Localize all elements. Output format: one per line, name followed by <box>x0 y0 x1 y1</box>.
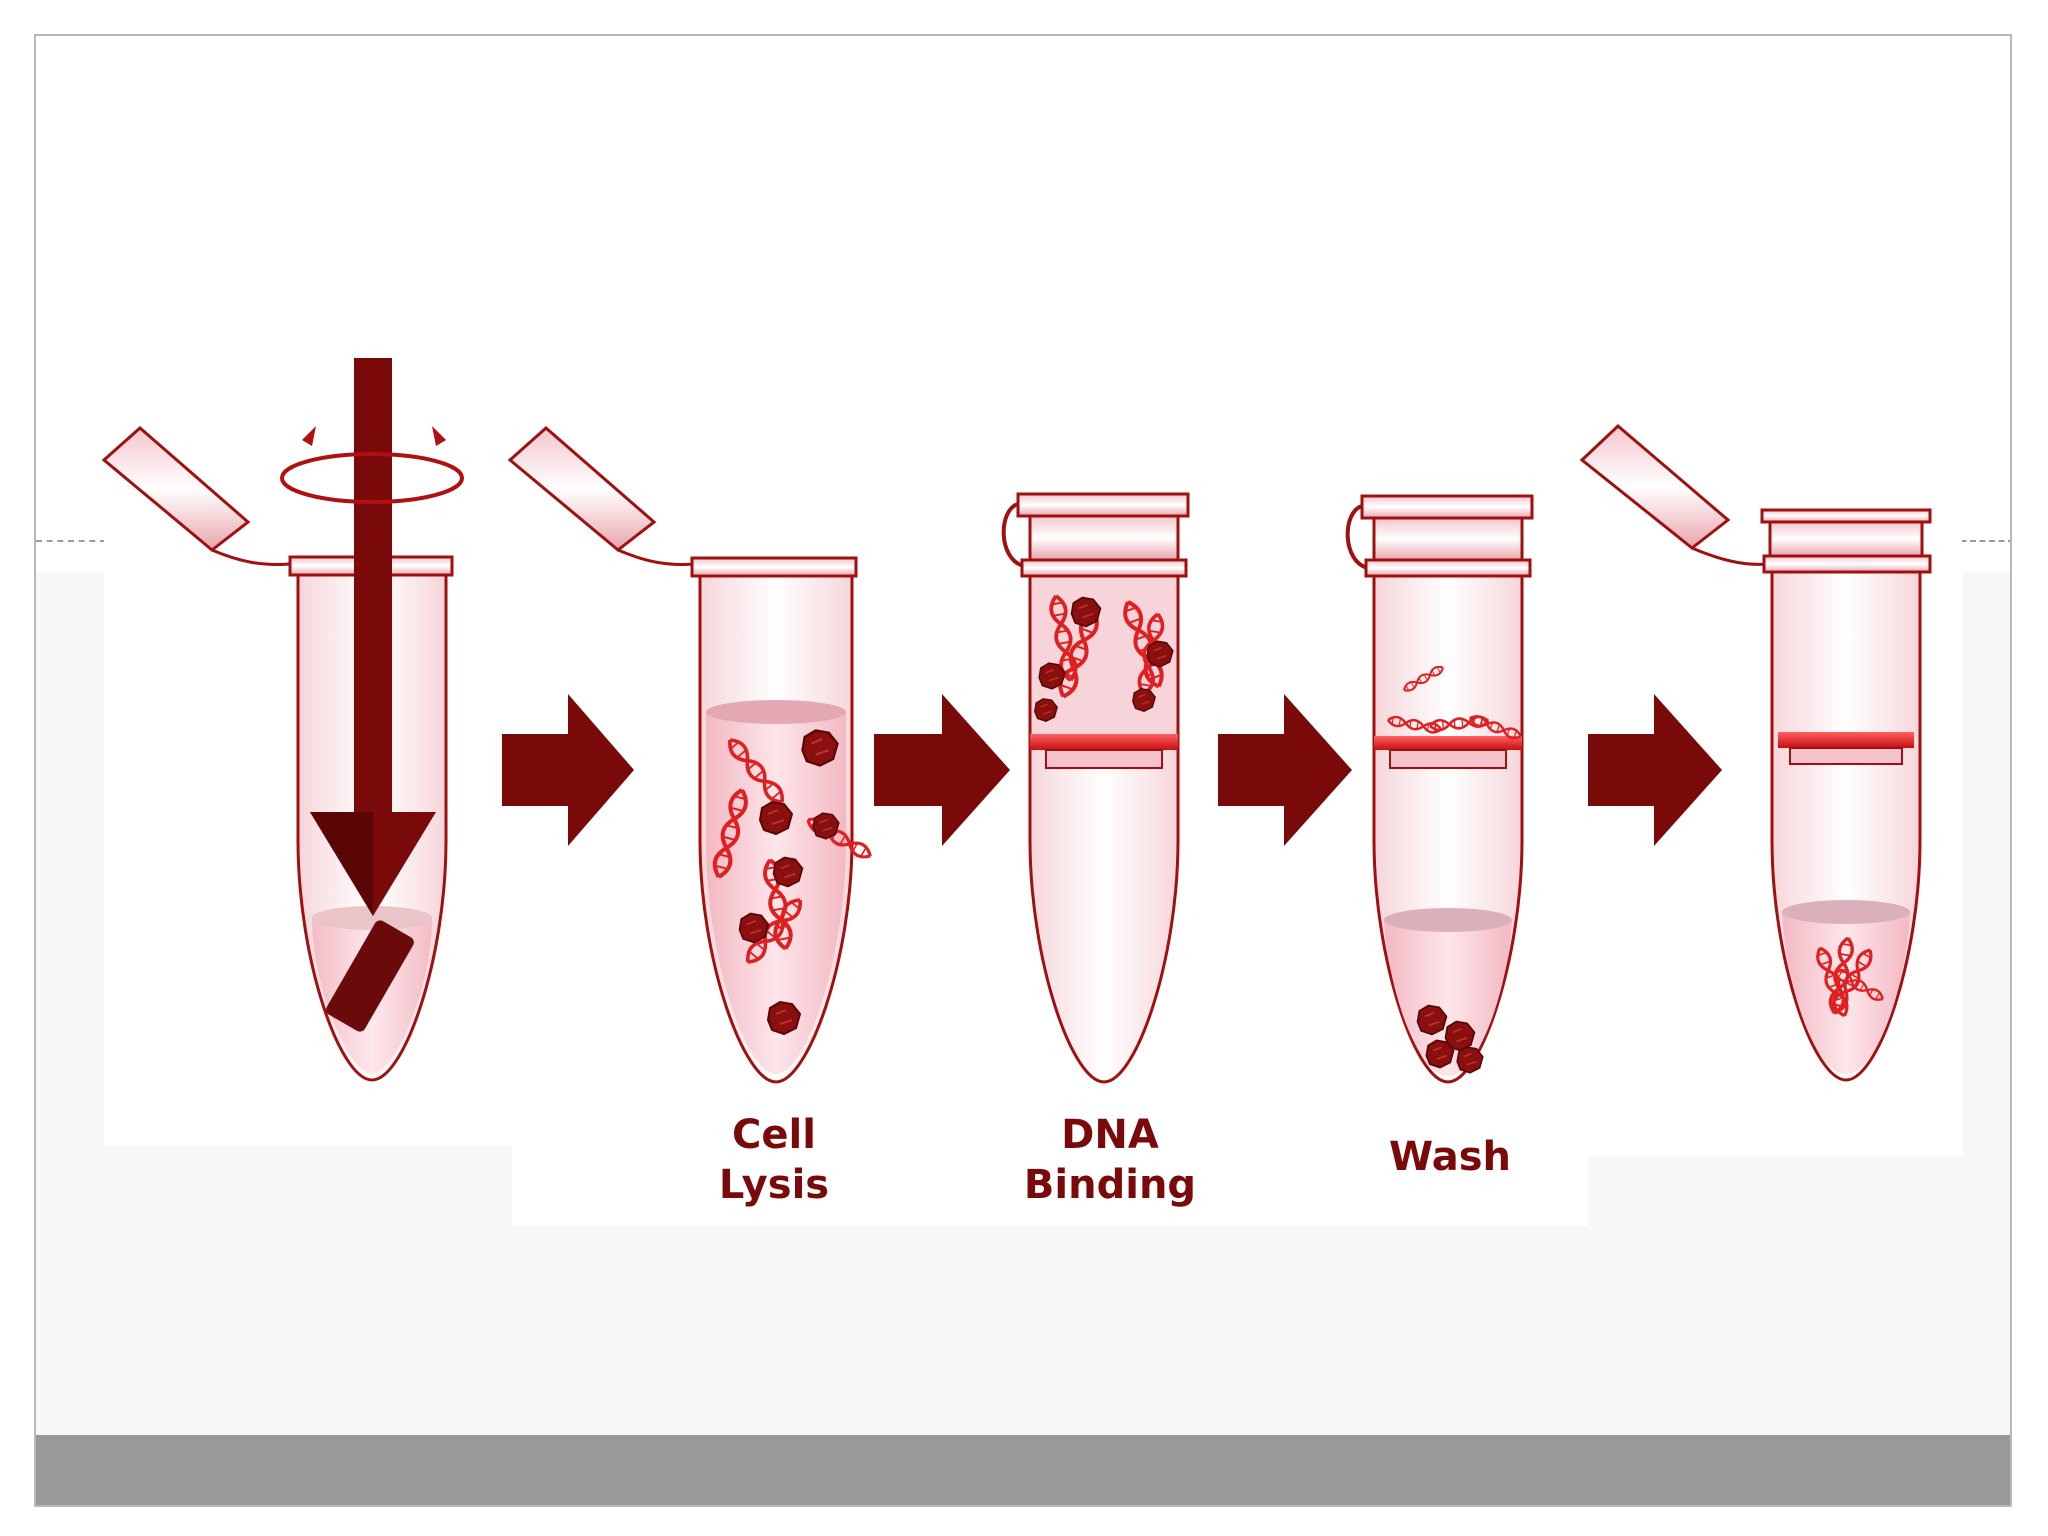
label-cell-lysis: Cell Lysis <box>700 1110 848 1210</box>
label-wash: Wash <box>1370 1132 1530 1182</box>
label-wash-line1: Wash <box>1389 1134 1511 1180</box>
divider-line-right <box>1932 540 2010 542</box>
step-arrow-icon <box>502 694 634 846</box>
spin-column-icon <box>1345 494 1534 1084</box>
label-cell-lysis-line1: Cell <box>732 1112 816 1158</box>
step-arrow-icon <box>874 694 1010 846</box>
divider-line-left <box>36 540 106 542</box>
tube-cap-open <box>101 426 291 566</box>
step-wash <box>1345 494 1534 1084</box>
pestle-arrow-icon <box>310 358 436 916</box>
footer-bar <box>36 1435 2010 1505</box>
rotation-icon <box>280 426 464 504</box>
label-dna-binding-line2: Binding <box>1023 1162 1197 1208</box>
label-dna-binding-line1: DNA <box>1061 1112 1159 1158</box>
step-grind <box>101 358 464 1082</box>
spin-column-icon <box>1001 492 1190 1084</box>
label-dna-binding: DNA Binding <box>1012 1110 1208 1210</box>
step-elution <box>1579 423 1932 1082</box>
step-dna-binding <box>1001 492 1190 1084</box>
step-arrow-icon <box>1588 694 1722 846</box>
step-cell-lysis <box>507 426 875 1084</box>
step-arrow-icon <box>1218 694 1352 846</box>
tube-cap-open <box>1579 423 1769 566</box>
label-cell-lysis-line2: Lysis <box>718 1162 830 1208</box>
tube-cap-open <box>507 426 695 566</box>
